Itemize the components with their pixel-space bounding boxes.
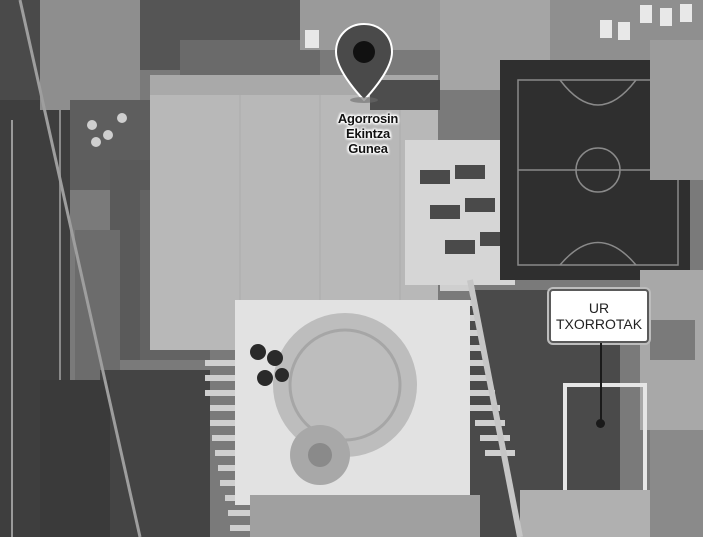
callout-line: UR — [588, 300, 610, 316]
marker-label-line: Gunea — [348, 141, 388, 156]
lower-left-field — [100, 370, 210, 537]
marker-label-line: Agorrosin — [337, 111, 399, 126]
marker-label-agorrosin[interactable]: Agorrosin Ekintza Gunea — [318, 111, 418, 156]
playground-circle — [273, 313, 417, 457]
callout-line: TXORROTAK — [555, 316, 643, 332]
callout-leader-dot — [596, 419, 605, 428]
marker-label-line: Ekintza — [345, 126, 391, 141]
callout-ur-txorrotak[interactable]: UR TXORROTAK — [549, 289, 649, 343]
map-pin-icon[interactable] — [334, 22, 394, 103]
callout-leader-line — [600, 343, 602, 423]
top-left-roof — [40, 0, 140, 110]
